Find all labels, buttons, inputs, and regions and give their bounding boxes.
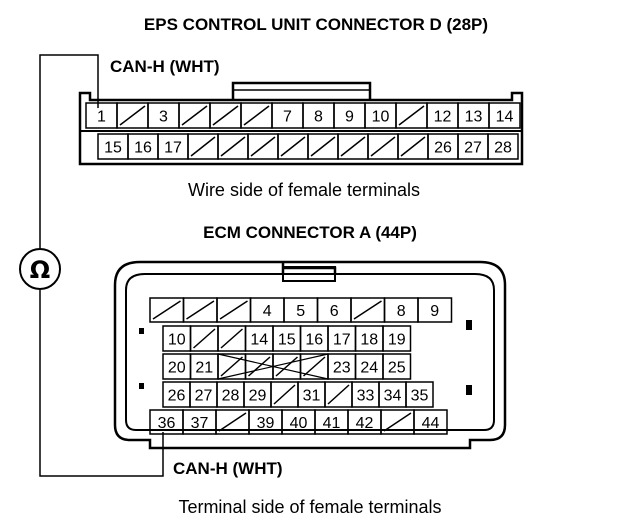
eps-row1-pin-label: 9 (345, 109, 354, 126)
blank-terminal-slash (275, 356, 298, 377)
ecm-row4-pin-label: 26 (168, 388, 186, 405)
ecm-row3-pin-label: 20 (168, 360, 186, 377)
ecm-row2-pin-label: 17 (333, 332, 351, 349)
ecm-connector: 4 5 6 8 9 10 14 15 16 17 18 19 20 21 23 24 25 26 27 28 29 31 3… (113, 260, 507, 450)
eps-row2-pin-label: 28 (494, 140, 512, 157)
ecm-row4-pin-label: 31 (303, 388, 321, 405)
ecm-row3-pin-label: 21 (195, 360, 213, 377)
blank-terminal-slash (186, 300, 215, 320)
ecm-row1-pin-label: 9 (430, 303, 439, 320)
ecm-row1-pin-label: 6 (330, 303, 339, 320)
ohmmeter-symbol: Ω (30, 256, 50, 284)
blank-terminal-slash (220, 356, 243, 377)
eps-row1-pin-label: 10 (372, 109, 390, 126)
blank-terminal-slash (220, 328, 243, 349)
ecm-row4-pin-label: 34 (384, 388, 402, 405)
blank-terminal-slash (193, 328, 216, 349)
ecm-row5-pin-label: 42 (356, 415, 374, 432)
blank-terminal-slash (219, 300, 248, 320)
ecm-row4-pin-label: 27 (195, 388, 213, 405)
ecm-row5-pin-label: 37 (191, 415, 209, 432)
eps-row1-pin-label: 3 (159, 109, 168, 126)
ecm-row5-pin-label: 36 (158, 415, 176, 432)
ecm-row2-cell (382, 325, 412, 352)
blank-terminal-slash (190, 136, 216, 157)
eps-connector-caption: Wire side of female terminals (188, 180, 420, 200)
ecm-row5-pin-label: 44 (422, 415, 440, 432)
ecm-row2-pin-label: 16 (305, 332, 323, 349)
blank-terminal-slash (119, 105, 146, 126)
blank-terminal-slash (303, 356, 326, 377)
ecm-row3-cell (382, 353, 412, 380)
blank-terminal-slash (340, 136, 366, 157)
ecm-row3-pin-label: 23 (333, 360, 351, 377)
blank-terminal-slash (353, 300, 382, 320)
ecm-row2-pin-label: 14 (250, 332, 268, 349)
ecm-row2-pin-label: 18 (360, 332, 378, 349)
blank-terminal-slash (280, 136, 306, 157)
blank-terminal-slash (181, 105, 208, 126)
eps-connector-title: EPS CONTROL UNIT CONNECTOR D (28P) (144, 15, 488, 34)
ecm-row2-pin-label: 15 (278, 332, 296, 349)
eps-row1-pin-label: 14 (496, 109, 514, 126)
ecm-can-h-label: CAN-H (WHT) (173, 459, 283, 478)
eps-row2-pin-label: 26 (434, 140, 452, 157)
eps-row2-pin-label: 15 (104, 140, 122, 157)
ecm-row5-cell (413, 409, 448, 435)
blank-terminal-slash (273, 384, 296, 405)
blank-terminal-slash (212, 105, 239, 126)
eps-row1-cell (488, 102, 521, 129)
eps-row2-pin-label: 17 (164, 140, 182, 157)
eps-row1-pin-label: 1 (97, 109, 106, 126)
blank-terminal-slash (398, 105, 425, 126)
eps-row2-pin-label: 16 (134, 140, 152, 157)
blank-terminal-slash (250, 136, 276, 157)
ecm-terminal-grid: 4 5 6 8 9 10 14 15 16 17 18 19 20 21 23 24 25 26 27 28 29 31 3… (149, 297, 453, 435)
blank-terminal-slash (370, 136, 396, 157)
blank-terminal-slash (152, 300, 181, 320)
ecm-row2-pin-label: 10 (168, 332, 186, 349)
eps-row1-pin-label: 12 (434, 109, 452, 126)
ecm-row4-pin-label: 28 (222, 388, 240, 405)
eps-row1-pin-label: 13 (465, 109, 483, 126)
blank-terminal-slash (383, 412, 412, 432)
ecm-row3-pin-label: 25 (388, 360, 406, 377)
ecm-connector-caption: Terminal side of female terminals (178, 497, 441, 517)
blank-terminal-slash (310, 136, 336, 157)
eps-row2-cell (487, 133, 519, 160)
ecm-row4-pin-label: 33 (357, 388, 375, 405)
ecm-row1-pin-label: 4 (263, 303, 272, 320)
blank-terminal-slash (248, 356, 271, 377)
ecm-row3-pin-label: 24 (360, 360, 378, 377)
ecm-row1-cell (417, 297, 453, 323)
ecm-row4-pin-label: 35 (411, 388, 429, 405)
blank-terminal-slash (400, 136, 426, 157)
blank-terminal-slash (218, 412, 247, 432)
ecm-row5-pin-label: 40 (290, 415, 308, 432)
ecm-connector-title: ECM CONNECTOR A (44P) (203, 223, 417, 242)
ecm-row1-pin-label: 8 (397, 303, 406, 320)
ecm-row1-pin-label: 5 (296, 303, 305, 320)
blank-terminal-slash (220, 136, 246, 157)
blank-terminal-slash (243, 105, 270, 126)
eps-row-2: 15 16 17 26 27 28 (97, 133, 519, 160)
eps-row1-pin-label: 7 (283, 109, 292, 126)
ohmmeter-wiring: Ω (19, 54, 164, 477)
ohmmeter-icon (19, 248, 61, 290)
ecm-row2-pin-label: 19 (388, 332, 406, 349)
eps-can-h-label: CAN-H (WHT) (110, 57, 220, 76)
ecm-row4-cell (405, 381, 434, 408)
ecm-row5-pin-label: 39 (257, 415, 275, 432)
eps-row2-pin-label: 27 (464, 140, 482, 157)
blocked-area-cross (217, 353, 329, 380)
blank-terminal-slash (327, 384, 350, 405)
ecm-row5-pin-label: 41 (323, 415, 341, 432)
eps-row1-pin-label: 8 (314, 109, 323, 126)
ecm-row4-pin-label: 29 (249, 388, 267, 405)
